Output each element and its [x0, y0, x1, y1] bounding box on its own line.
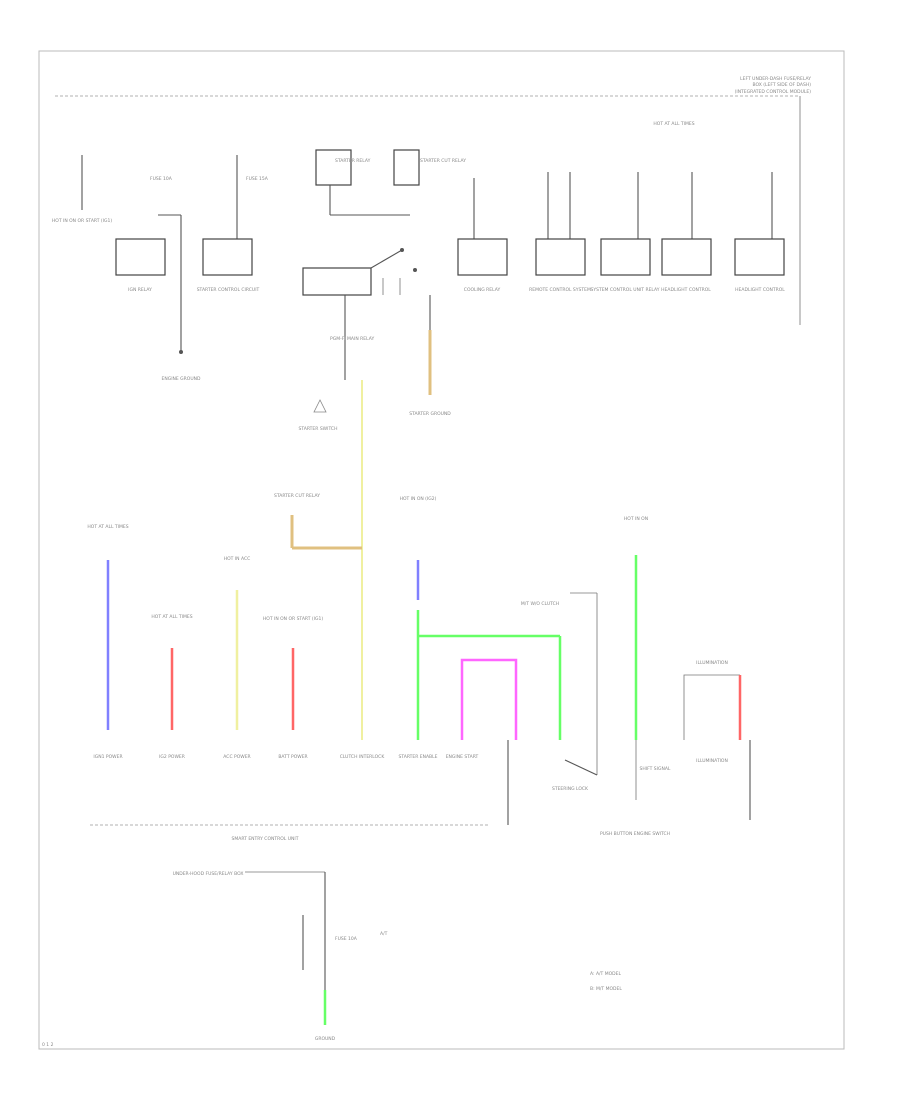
starter-switch-box	[302, 267, 372, 296]
ign-relay-label: IGN RELAY	[128, 287, 152, 293]
headlight-box-1	[661, 238, 712, 276]
starter-ground-label: STARTER GROUND	[409, 411, 451, 417]
svg-text:STARTER ENABLE: STARTER ENABLE	[398, 754, 437, 760]
starter-relay-box	[315, 149, 352, 186]
switch-contact	[370, 249, 403, 269]
svg-text:ACC POWER: ACC POWER	[223, 754, 250, 760]
push-button-label: PUSH BUTTON ENGINE SWITCH	[600, 831, 670, 837]
headlight-label-2: HEADLIGHT CONTROL	[735, 287, 785, 293]
cooling-relay-label: COOLING RELAY	[464, 287, 501, 293]
lower-fuse-note: FUSE 10A	[335, 936, 358, 942]
pin-labels: IGN1 POWER IG2 POWER ACC POWER BATT POWE…	[93, 754, 671, 792]
svg-text:LEFT UNDER-DASH FUSE/RELAY: LEFT UNDER-DASH FUSE/RELAY	[740, 76, 811, 82]
headlight-label-1: HEADLIGHT CONTROL	[661, 287, 711, 293]
svg-text:IG2 POWER: IG2 POWER	[159, 754, 185, 760]
svg-text:ENGINE START: ENGINE START	[446, 754, 479, 760]
svg-text:SHIFT SIGNAL: SHIFT SIGNAL	[640, 766, 671, 772]
starter-control-box	[202, 238, 253, 276]
svg-text:CLUTCH INTERLOCK: CLUTCH INTERLOCK	[340, 754, 386, 760]
illumination-wire	[683, 674, 740, 740]
magenta-loop	[460, 658, 518, 740]
hot-right-label: HOT AT ALL TIMES	[653, 121, 694, 127]
header-label: LEFT UNDER-DASH FUSE/RELAY BOX (LEFT SID…	[735, 76, 812, 95]
engine-ground-label: ENGINE GROUND	[162, 376, 201, 382]
starter-cut-relay-box	[393, 149, 420, 186]
underhood-label: UNDER-HOOD FUSE/RELAY BOX	[173, 871, 244, 877]
hot-fuse-label: HOT AT ALL TIMES	[151, 614, 192, 620]
hot-acc-label: HOT IN ACC	[224, 556, 251, 562]
hot-run-label: HOT IN ON	[624, 516, 648, 522]
page-mark: 0 1 2	[42, 1042, 54, 1048]
pgm-label: PGM-FI MAIN RELAY	[330, 336, 374, 342]
cooling-relay-box	[457, 238, 508, 276]
ground-symbol	[313, 399, 327, 413]
svg-text:(INTEGRATED CONTROL MODULE): (INTEGRATED CONTROL MODULE)	[735, 89, 812, 95]
starter-control-label: STARTER CONTROL CIRCUIT	[197, 287, 260, 293]
scu-relay-box	[600, 238, 651, 276]
svg-text:BATT POWER: BATT POWER	[278, 754, 307, 760]
push-switch-contact	[564, 759, 598, 776]
ign-relay-box	[115, 238, 166, 276]
starter-cut-relay-label: STARTER CUT RELAY	[420, 158, 466, 164]
svg-text:STEERING LOCK: STEERING LOCK	[552, 786, 589, 792]
clutch-note: M/T W/O CLUTCH	[521, 601, 559, 607]
starter-switch-label: STARTER SWITCH	[299, 426, 338, 432]
starter-cut-label: STARTER CUT RELAY	[274, 493, 320, 499]
switch-node	[413, 268, 417, 272]
remote-control-box	[535, 238, 586, 276]
fuse1-label: FUSE 10A	[150, 176, 173, 182]
remote-control-label: REMOTE CONTROL SYSTEM	[529, 287, 591, 293]
hot-ig1-label: HOT IN ON OR START (IG1)	[263, 616, 323, 622]
ground-label: GROUND	[315, 1036, 336, 1042]
hot-label: HOT IN ON OR START (IG1)	[52, 218, 112, 224]
svg-text:IGN1 POWER: IGN1 POWER	[93, 754, 122, 760]
illumination-label: ILLUMINATION	[696, 758, 728, 764]
starter-relay-label: STARTER RELAY	[335, 158, 371, 164]
hot-at-all-times-label: HOT AT ALL TIMES	[87, 524, 128, 530]
legend-2: B: M/T MODEL	[590, 986, 622, 992]
fuse2-label: FUSE 15A	[246, 176, 269, 182]
hot-ig2-label: HOT IN ON (IG2)	[400, 496, 437, 502]
at-note: A/T	[380, 931, 388, 937]
diagram-frame	[38, 50, 845, 1050]
switch-node	[400, 248, 404, 252]
svg-text:BOX (LEFT SIDE OF DASH): BOX (LEFT SIDE OF DASH)	[752, 82, 811, 88]
connector-dot	[179, 350, 183, 354]
illumination-top-label: ILLUMINATION	[696, 660, 728, 666]
headlight-box-2	[734, 238, 785, 276]
scu-relay-label: SYSTEM CONTROL UNIT RELAY	[591, 287, 660, 293]
legend-1: A: A/T MODEL	[590, 971, 621, 977]
smart-entry-label: SMART ENTRY CONTROL UNIT	[232, 836, 299, 842]
